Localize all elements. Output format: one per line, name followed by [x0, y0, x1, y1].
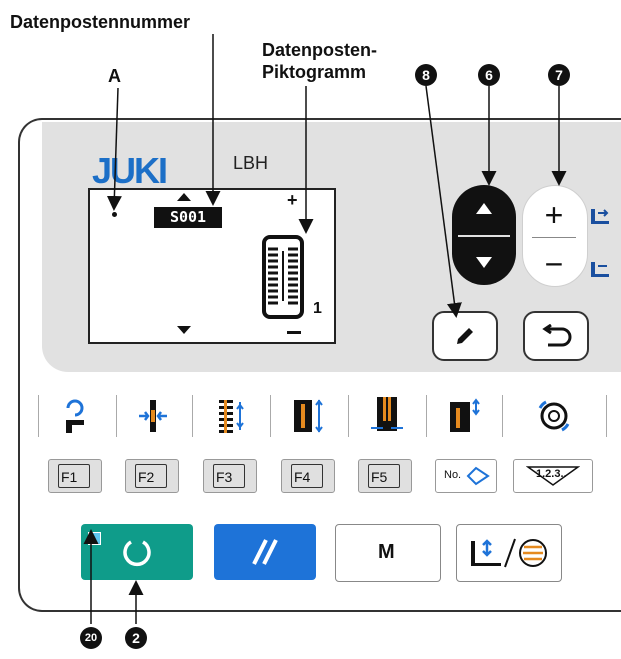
thread-tension-icon	[538, 400, 570, 432]
f1-button[interactable]: F1	[48, 459, 102, 493]
data-item-number: S001	[154, 207, 222, 228]
knife-width-icon	[371, 397, 403, 431]
f4-button[interactable]: F4	[281, 459, 335, 493]
pill-divider	[458, 235, 510, 237]
label-datenpostennummer: Datenpostennummer	[10, 12, 191, 32]
lcd-dot-a	[112, 212, 117, 217]
presser-winder-button[interactable]	[456, 524, 562, 582]
edit-button[interactable]	[432, 311, 498, 361]
folder-tab-icon	[291, 464, 323, 488]
reset-slash-icon	[252, 539, 278, 565]
f3-button[interactable]: F3	[203, 459, 257, 493]
badge-8: 8	[415, 64, 437, 86]
mode-button[interactable]: M	[335, 524, 441, 582]
separator	[348, 395, 349, 437]
counter-triangle-icon	[526, 466, 580, 486]
arrow-up-icon	[476, 203, 492, 214]
minus-indicator-icon	[287, 331, 301, 334]
folder-tab-icon	[58, 464, 90, 488]
counter-label: 1.2.3..	[536, 468, 567, 480]
plus-button[interactable]: +	[544, 197, 564, 233]
stitch-density-icon	[219, 400, 244, 433]
pattern-number-button[interactable]: No.	[435, 459, 497, 493]
width-narrow-icon	[139, 400, 167, 432]
badge-7: 7	[548, 64, 570, 86]
separator	[192, 395, 193, 437]
up-triangle-icon	[177, 193, 191, 201]
separator	[606, 395, 607, 437]
separator	[270, 395, 271, 437]
presser-foot-down-icon	[591, 262, 609, 277]
bartack-adjust-icon	[450, 398, 480, 432]
juki-logo: JUKI	[92, 150, 168, 191]
folder-tab-icon	[213, 464, 245, 488]
arrow-down-icon	[476, 257, 492, 268]
buttonhole-length-icon	[294, 399, 323, 433]
presser-winder-icon	[471, 538, 547, 568]
separator	[502, 395, 503, 437]
pencil-icon	[457, 328, 473, 344]
badge-20: 20	[80, 627, 102, 649]
f4-label: F4	[294, 469, 311, 485]
buttonhole-pictogram-icon	[262, 235, 304, 319]
badge-2: 2	[125, 627, 147, 649]
thread-reset-icon	[66, 399, 84, 433]
model-label: LBH	[233, 153, 269, 173]
label-a: A	[108, 66, 121, 86]
f1-label: F1	[61, 469, 78, 485]
mode-label: M	[378, 541, 395, 563]
separator	[426, 395, 427, 437]
f2-label: F2	[138, 469, 155, 485]
f3-label: F3	[216, 469, 233, 485]
f2-button[interactable]: F2	[125, 459, 179, 493]
f5-label: F5	[371, 469, 388, 485]
return-button[interactable]	[523, 311, 589, 361]
return-arrow-icon	[542, 324, 572, 347]
pattern-arrow-icon	[466, 466, 490, 486]
separator	[116, 395, 117, 437]
pill-divider-2	[532, 237, 576, 238]
separator	[38, 395, 39, 437]
label-piktogramm-line2: Piktogramm	[262, 62, 367, 82]
item-up-button[interactable]	[452, 185, 516, 235]
folder-tab-icon	[368, 464, 400, 488]
ready-circle-icon	[123, 540, 151, 567]
badge-6: 6	[478, 64, 500, 86]
presser-foot-up-icon	[591, 209, 609, 224]
item-down-button[interactable]	[452, 237, 516, 285]
pattern-number-label: No.	[444, 469, 462, 481]
reset-button[interactable]	[214, 524, 316, 580]
label-piktogramm-line1: Datenposten-	[262, 40, 378, 60]
pictogram-value: 1	[313, 300, 322, 317]
value-pill	[522, 185, 588, 287]
folder-tab-icon	[135, 464, 167, 488]
down-triangle-icon	[177, 326, 191, 334]
minus-button[interactable]: −	[544, 246, 564, 282]
f5-button[interactable]: F5	[358, 459, 412, 493]
plus-indicator-icon: +	[287, 190, 298, 210]
counter-button[interactable]: 1.2.3..	[513, 459, 593, 493]
